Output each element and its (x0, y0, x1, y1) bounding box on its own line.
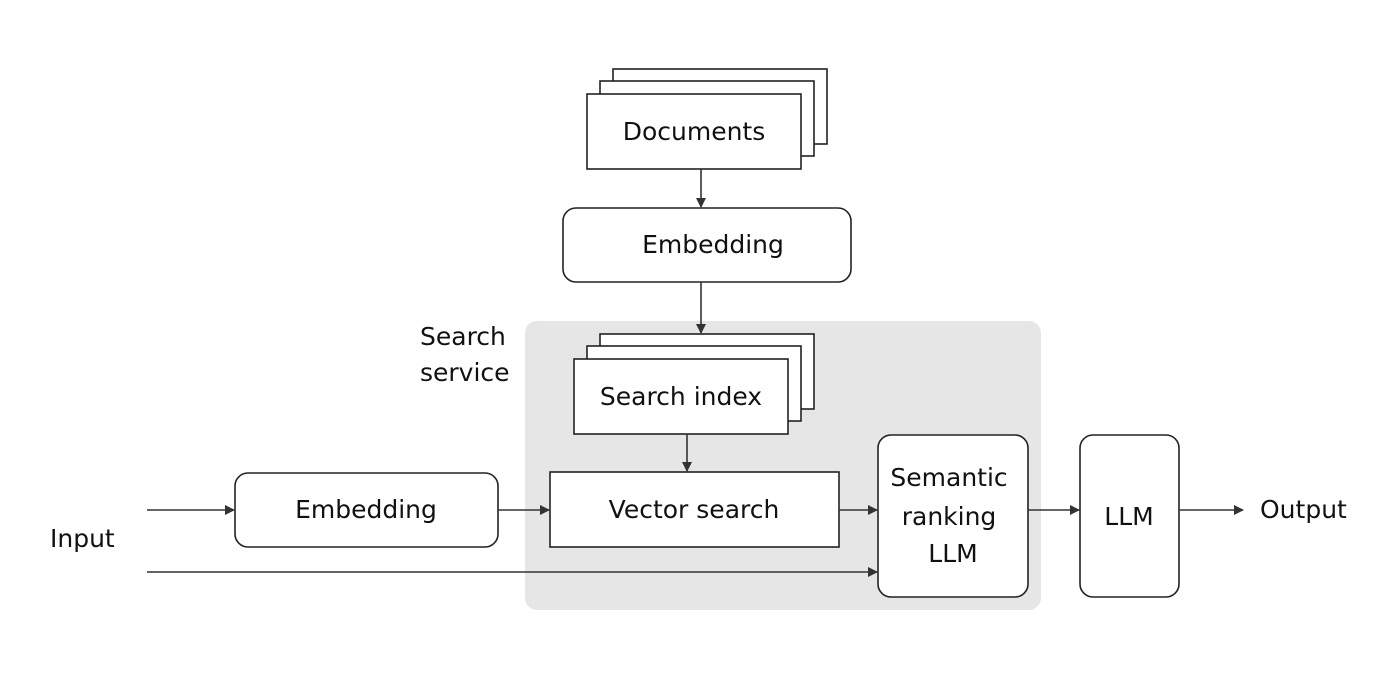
documents-label: Documents (623, 117, 766, 146)
vector-search-box (549, 471, 840, 548)
embedding-input-label: Embedding (295, 495, 437, 524)
search-index-label: Search index (600, 382, 762, 411)
vector-search-node: Vector search (549, 471, 840, 548)
search-index-card-front (573, 358, 789, 435)
embedding-input-node: Embedding (234, 472, 499, 548)
llm-box (1079, 434, 1180, 598)
search-service-label-line-1: Search (420, 322, 506, 351)
llm-node: LLM (1079, 434, 1180, 598)
llm-label: LLM (1104, 502, 1153, 531)
semantic-ranking-label-line-1: Semantic (890, 463, 1007, 492)
documents-card-front (586, 93, 802, 170)
semantic-ranking-label: Semantic ranking LLM (890, 463, 1015, 568)
semantic-ranking-label-line-2: ranking (902, 502, 997, 531)
output-label: Output (1260, 495, 1347, 524)
documents-stack: Documents (586, 68, 828, 170)
vector-search-label: Vector search (609, 495, 780, 524)
search-service-label-line-2: service (420, 358, 510, 387)
search-service-label: Search service (420, 322, 514, 387)
embedding-docs-box (562, 207, 852, 283)
semantic-ranking-box (877, 434, 1029, 598)
search-index-stack: Search index (573, 333, 815, 435)
input-label: Input (50, 524, 115, 553)
embedding-docs-node: Embedding (562, 207, 852, 283)
embedding-docs-label: Embedding (642, 230, 784, 259)
semantic-ranking-label-line-3: LLM (928, 539, 977, 568)
semantic-ranking-node: Semantic ranking LLM (877, 434, 1029, 598)
